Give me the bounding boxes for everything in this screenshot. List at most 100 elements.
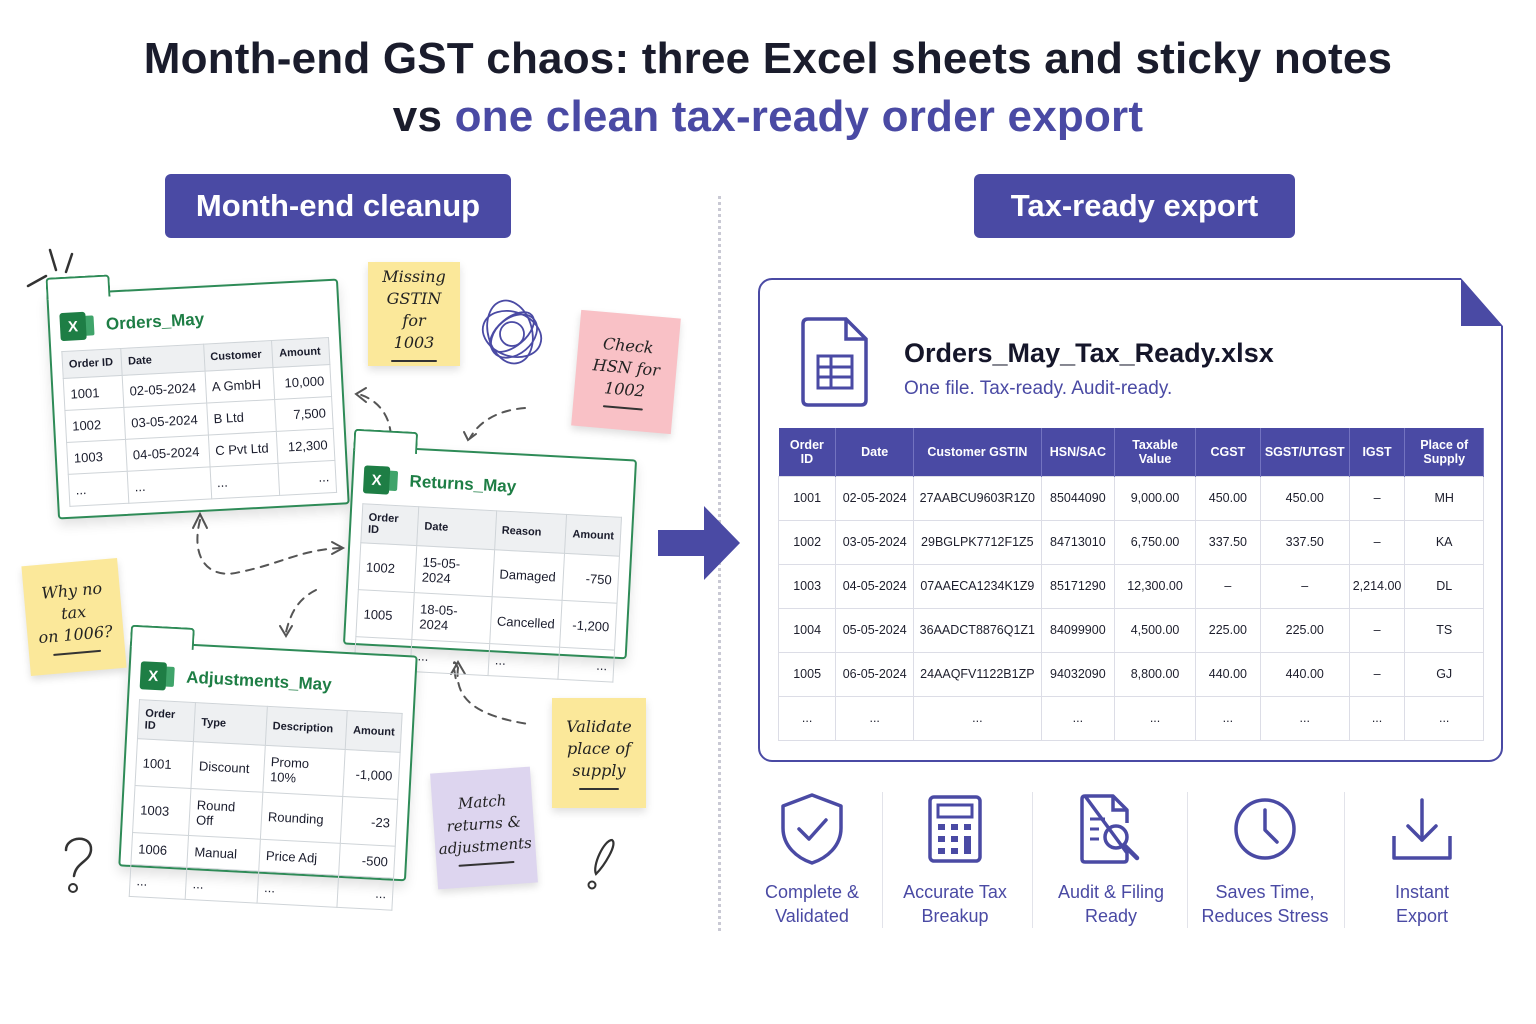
cell: 04-05-2024 bbox=[125, 435, 210, 472]
title-line-2-prefix: vs bbox=[392, 92, 455, 141]
cell: -1,000 bbox=[343, 749, 401, 800]
feature-accurate: Accurate Tax Breakup bbox=[880, 790, 1030, 928]
column-header: Place of Supply bbox=[1404, 428, 1484, 476]
cell: 12,300 bbox=[276, 428, 335, 464]
cell: ... bbox=[1040, 695, 1116, 741]
excel-icon: X bbox=[59, 311, 87, 342]
cell: 84099900 bbox=[1040, 607, 1116, 653]
feature-label: Instant Export bbox=[1394, 882, 1450, 926]
cell: ... bbox=[777, 695, 837, 741]
cell: – bbox=[1348, 519, 1406, 565]
stress-marks-icon bbox=[26, 248, 74, 288]
shield-check-icon bbox=[781, 793, 843, 865]
scribble-icon bbox=[481, 299, 543, 365]
cell: 1006 bbox=[130, 832, 189, 868]
note-underline bbox=[391, 360, 437, 362]
excel-icon: X bbox=[362, 465, 391, 495]
cell: 02-05-2024 bbox=[122, 371, 207, 408]
cell: ... bbox=[337, 875, 394, 911]
spreadsheet-file-icon bbox=[801, 317, 868, 407]
cell: 6,750.00 bbox=[1114, 519, 1196, 565]
connector-arrow-match bbox=[450, 660, 529, 725]
cell: ... bbox=[129, 864, 188, 900]
column-header: Type bbox=[193, 702, 268, 746]
cell: 1002 bbox=[777, 519, 837, 565]
returns-sheet-header: X Returns_May bbox=[362, 461, 625, 511]
column-header: Order ID bbox=[360, 503, 419, 546]
cell: 85171290 bbox=[1040, 563, 1116, 609]
page-title: Month-end GST chaos: three Excel sheets … bbox=[0, 30, 1536, 146]
cell: 1002 bbox=[64, 407, 126, 443]
cell: – bbox=[1348, 607, 1406, 653]
column-header: IGST bbox=[1349, 428, 1406, 476]
cell: 02-05-2024 bbox=[835, 475, 915, 521]
note-underline bbox=[602, 405, 644, 411]
export-subtitle: One file. Tax-ready. Audit-ready. bbox=[904, 378, 1173, 399]
cell: C Pvt Ltd bbox=[207, 431, 279, 467]
cell: Round Off bbox=[188, 788, 263, 840]
column-header: Order ID bbox=[778, 428, 837, 476]
table-row: ........................... bbox=[777, 695, 1484, 741]
cell: -750 bbox=[562, 553, 620, 604]
exclamation-mark-icon bbox=[587, 838, 615, 890]
cell: 05-05-2024 bbox=[835, 607, 915, 653]
cell: 225.00 bbox=[1194, 607, 1261, 653]
cell: ... bbox=[256, 871, 340, 908]
note-underline bbox=[458, 860, 515, 867]
cell: ... bbox=[410, 639, 490, 676]
cell: 1003 bbox=[777, 563, 837, 609]
cell: 04-05-2024 bbox=[835, 563, 915, 609]
cell: 1003 bbox=[66, 439, 128, 475]
cell: 1001 bbox=[135, 738, 194, 789]
sticky-note-hsn: Check HSN for 1002 bbox=[571, 309, 681, 435]
cell: Promo 10% bbox=[262, 745, 346, 797]
note-text: Check HSN for 1002 bbox=[592, 333, 661, 401]
cell: Damaged bbox=[491, 549, 565, 601]
cell: 450.00 bbox=[1194, 475, 1261, 521]
cell: 337.50 bbox=[1194, 519, 1261, 565]
cell: 29BGLPK7712F1Z5 bbox=[913, 519, 1042, 565]
cell: 337.50 bbox=[1259, 519, 1350, 565]
cell: Rounding bbox=[260, 792, 344, 844]
note-underline bbox=[579, 788, 619, 790]
cell: 440.00 bbox=[1194, 651, 1261, 697]
cell: 2,214.00 bbox=[1348, 563, 1406, 609]
column-header: Amount bbox=[345, 710, 403, 753]
note-underline bbox=[53, 649, 102, 656]
cell: 12,300.00 bbox=[1114, 563, 1196, 609]
cell: -1,200 bbox=[560, 600, 617, 651]
adjustments-sheet-header: X Adjustments_May bbox=[139, 657, 405, 707]
cell: – bbox=[1348, 475, 1406, 521]
cell: 10,000 bbox=[273, 364, 332, 400]
cell: 1001 bbox=[63, 375, 124, 411]
feature-instant-export: Instant Export bbox=[1347, 790, 1497, 928]
cell: ... bbox=[278, 460, 337, 496]
cell: B Ltd bbox=[206, 399, 277, 436]
cell: MH bbox=[1404, 475, 1484, 521]
cell: 85044090 bbox=[1040, 475, 1116, 521]
cell: ... bbox=[558, 647, 615, 683]
export-card: Orders_May_Tax_Ready.xlsx One file. Tax-… bbox=[758, 278, 1503, 762]
column-header: Amount bbox=[271, 337, 330, 368]
cell: Discount bbox=[191, 741, 266, 793]
cell: 07AAECA1234K1Z9 bbox=[913, 563, 1042, 609]
cell: 15-05-2024 bbox=[414, 545, 495, 597]
title-line-1: Month-end GST chaos: three Excel sheets … bbox=[143, 34, 1393, 83]
column-header: Description bbox=[265, 706, 348, 750]
feature-separator bbox=[1344, 792, 1345, 928]
cell: 03-05-2024 bbox=[835, 519, 915, 565]
cell: TS bbox=[1404, 607, 1484, 653]
column-header: Taxable Value bbox=[1114, 428, 1196, 476]
column-header: Date bbox=[835, 428, 915, 476]
cell: 1003 bbox=[132, 785, 192, 836]
cell: 440.00 bbox=[1259, 651, 1350, 697]
cell: 9,000.00 bbox=[1114, 475, 1196, 521]
cell: ... bbox=[1259, 695, 1350, 741]
note-text: Missing GSTIN for 1003 bbox=[382, 267, 446, 352]
title-line-2: vs one clean tax-ready order export bbox=[0, 88, 1536, 146]
cell: 1002 bbox=[358, 542, 417, 593]
